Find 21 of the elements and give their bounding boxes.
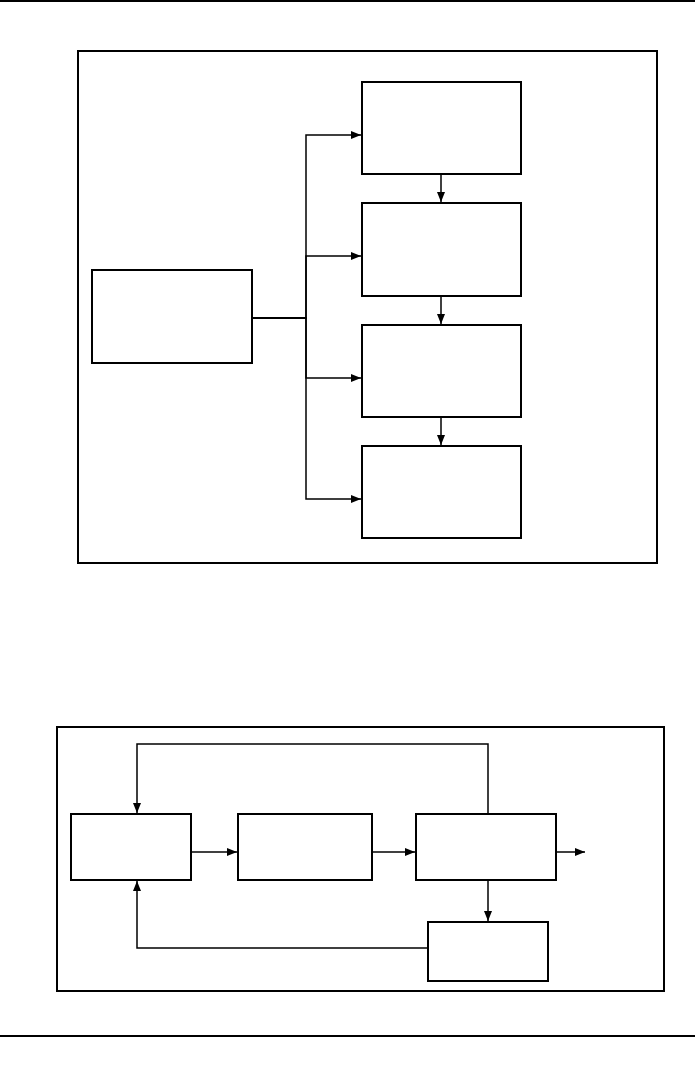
process-box: [427, 921, 549, 982]
arrow: [437, 174, 445, 203]
process-box: [237, 813, 373, 881]
frame-panel: [77, 50, 658, 564]
arrow: [556, 848, 586, 856]
process-box: [361, 324, 522, 418]
arrow: [437, 417, 445, 446]
arrow: [252, 317, 362, 503]
arrow: [133, 880, 428, 949]
arrow: [191, 848, 238, 856]
frame-panel: [56, 726, 665, 992]
arrow: [372, 848, 416, 856]
process-box: [361, 202, 522, 297]
arrow: [484, 880, 492, 922]
arrow: [437, 296, 445, 325]
process-box: [361, 81, 522, 175]
process-box: [361, 445, 522, 539]
process-box: [91, 269, 253, 364]
process-box: [70, 813, 192, 881]
arrow: [133, 743, 489, 814]
process-box: [415, 813, 557, 881]
